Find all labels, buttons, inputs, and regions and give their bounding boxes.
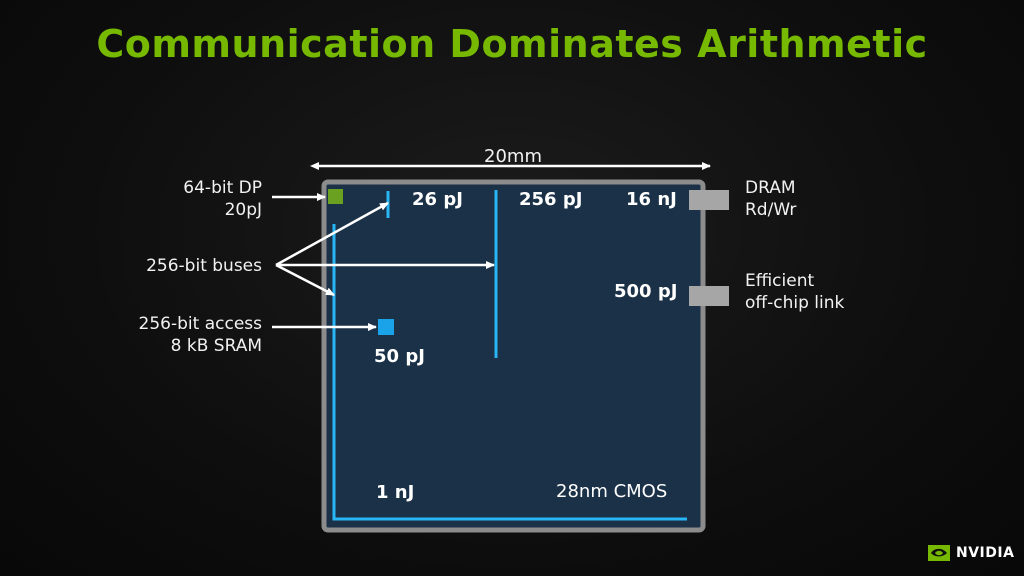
nvidia-logo: NVIDIA [928,542,1014,564]
sram-cost: 50 pJ [374,346,425,367]
long-bus-cost: 1 nJ [376,482,415,503]
logo-text: NVIDIA [956,545,1015,561]
link-pad [689,286,729,306]
slide-title: Communication Dominates Arithmetic [96,22,928,66]
nvidia-eye-icon [928,545,950,561]
bus-arrow-up [275,201,389,267]
sram-label-line1: 256-bit access [138,314,262,334]
dp-label-line1: 64-bit DP [183,178,262,198]
dram-label-line2: Rd/Wr [745,200,797,220]
link-label-line1: Efficient [745,271,815,291]
dp-label-line2: 20pJ [224,200,262,220]
sram-label-line2: 8 kB SRAM [170,336,262,356]
dram-cost: 16 nJ [626,189,677,210]
dram-pad [689,190,729,210]
sram-block [378,319,394,335]
buses-label: 256-bit buses [146,256,262,276]
link-cost: 500 pJ [614,281,678,302]
bus-arrow-down [275,263,335,297]
dimension-label: 20mm [484,146,542,167]
link-label-line2: off-chip link [745,293,845,313]
dram-label-line1: DRAM [745,178,796,198]
dp-unit [328,189,343,204]
chip-die [321,179,706,533]
bus-256-cost: 256 pJ [519,189,583,210]
bus-wire-long [332,224,687,521]
process-label: 28nm CMOS [556,481,668,502]
bus-26-cost: 26 pJ [412,189,463,210]
